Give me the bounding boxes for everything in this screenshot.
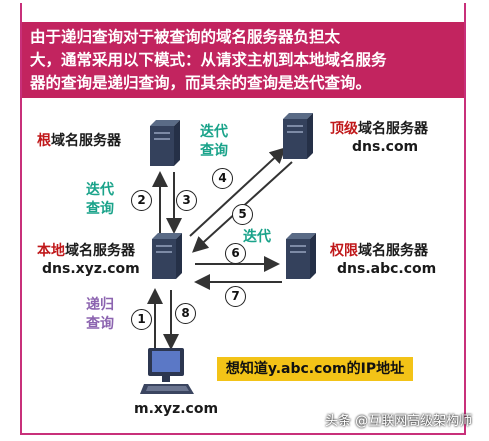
- root-server-icon: [150, 120, 180, 166]
- iterative-query-label-top: 迭代查询: [200, 124, 228, 159]
- local-server-label: 本地域名服务器: [37, 243, 135, 259]
- banner-line-3: 器的查询是递归查询，而其余的查询是迭代查询。: [30, 74, 372, 92]
- step-7-badge: 7: [225, 286, 246, 307]
- authoritative-server-domain: dns.abc.com: [337, 261, 437, 277]
- host-computer-icon: [140, 348, 194, 394]
- host-name-label: m.xyz.com: [134, 401, 219, 417]
- watermark-text: 头条 @互联网高级架构师: [325, 414, 473, 429]
- tld-server-domain: dns.com: [352, 139, 419, 155]
- iterative-query-label-mid: 迭代: [243, 229, 271, 245]
- step-6-badge: 6: [225, 243, 246, 264]
- step-4-badge: 4: [212, 168, 233, 189]
- banner-line-1: 由于递归查询对于被查询的域名服务器负担太: [30, 28, 341, 46]
- step-3-badge: 3: [176, 190, 197, 211]
- diagram-frame: [20, 3, 466, 435]
- tld-server-label: 顶级域名服务器: [330, 121, 428, 137]
- local-server-icon: [152, 233, 182, 279]
- authoritative-server-icon: [286, 233, 316, 279]
- banner-line-2: 大，通常采用以下模式：从请求主机到本地域名服务: [30, 51, 387, 69]
- step-2-badge: 2: [131, 190, 152, 211]
- tld-server-icon: [283, 113, 313, 159]
- question-callout: 想知道y.abc.com的IP地址: [217, 357, 413, 381]
- authoritative-server-label: 权限域名服务器: [330, 243, 428, 259]
- recursive-query-label: 递归查询: [86, 297, 114, 332]
- step-1-badge: 1: [131, 309, 152, 330]
- step-5-badge: 5: [232, 204, 253, 225]
- iterative-query-label-left: 迭代查询: [86, 182, 114, 217]
- step-8-badge: 8: [175, 303, 196, 324]
- explanation-banner: 由于递归查询对于被查询的域名服务器负担太 大，通常采用以下模式：从请求主机到本地…: [22, 22, 464, 98]
- root-server-label: 根域名服务器: [37, 133, 121, 149]
- arrow-4: [189, 147, 286, 237]
- local-server-domain: dns.xyz.com: [42, 261, 140, 277]
